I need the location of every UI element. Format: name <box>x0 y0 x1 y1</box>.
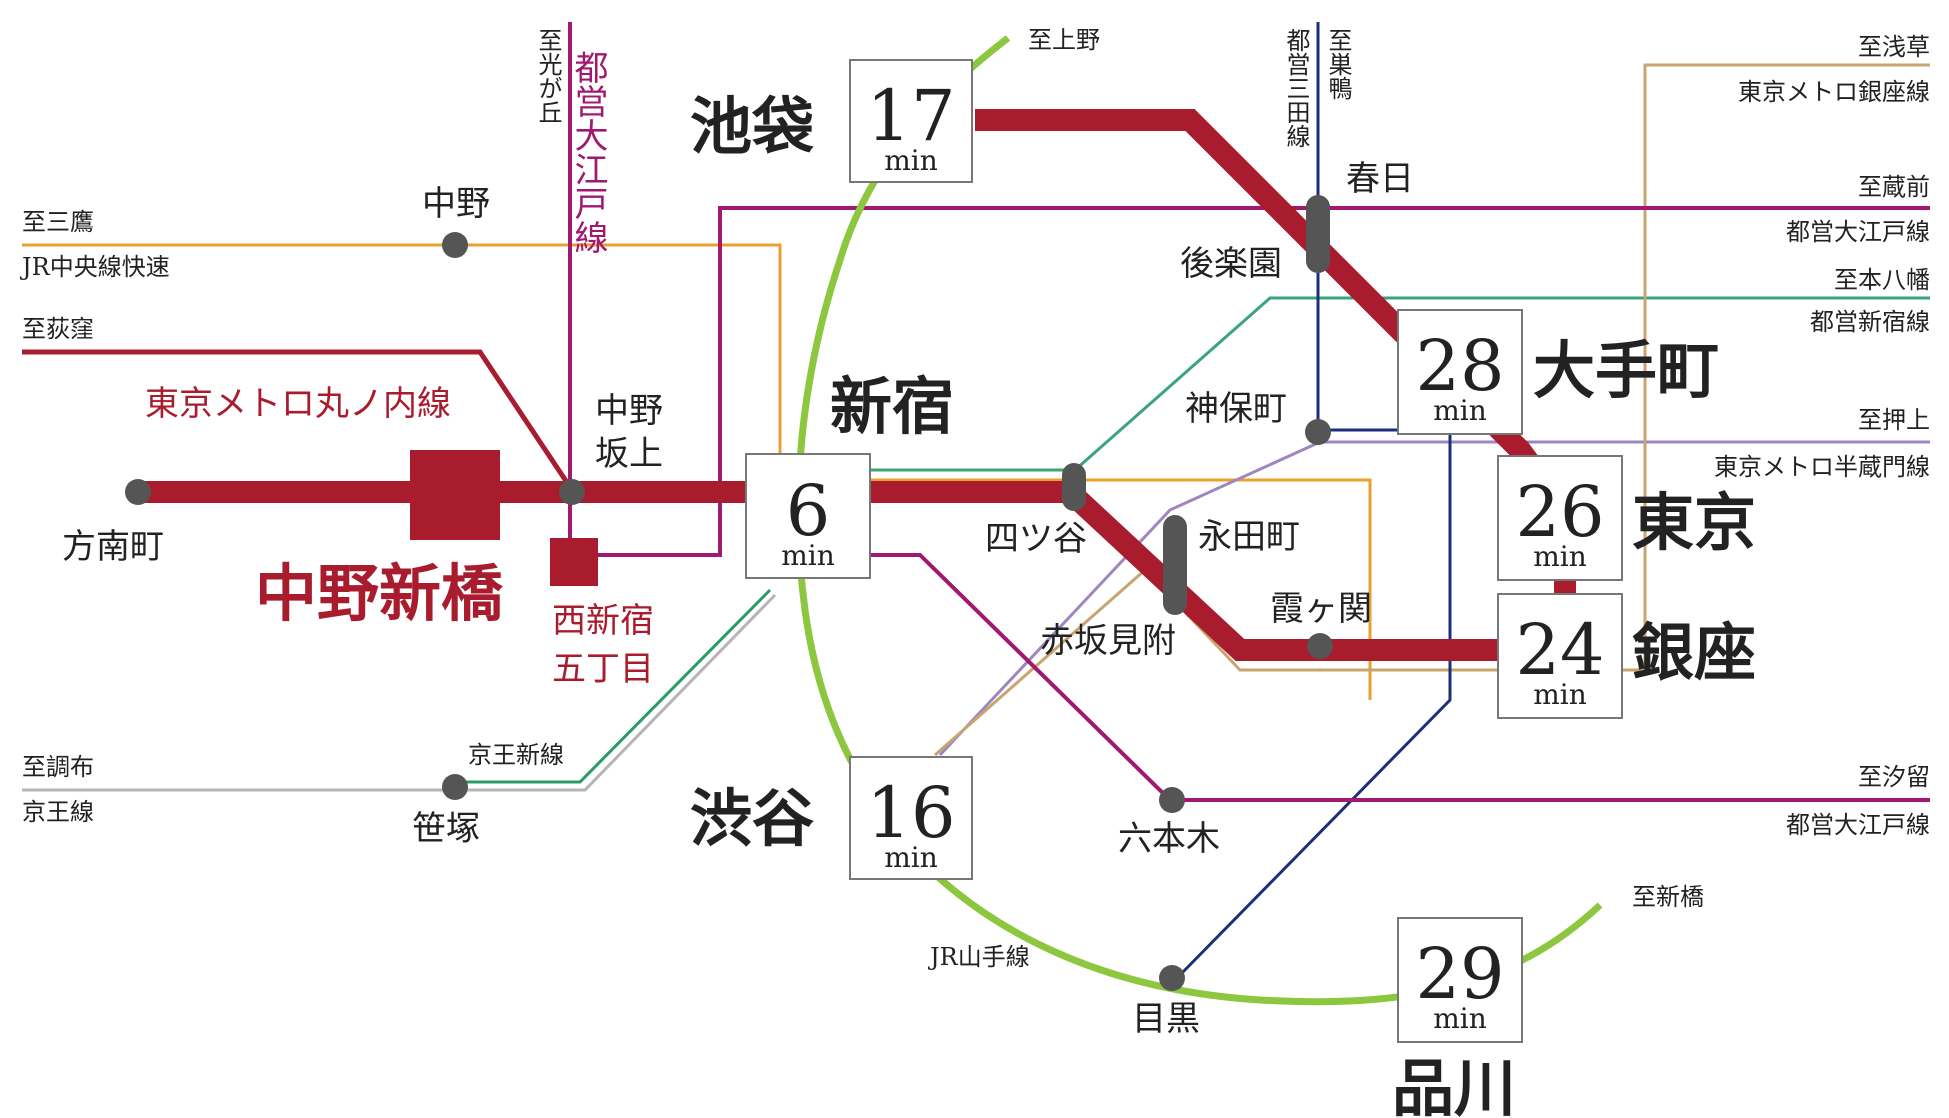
shinjuku-unit: min <box>781 539 835 572</box>
dest-ueno: 至上野 <box>1028 26 1100 54</box>
nagatacho-label: 永田町 <box>1198 517 1300 557</box>
ginza-time-box: 24 min <box>1497 593 1623 719</box>
jimbocho-label: 神保町 <box>1185 389 1287 429</box>
nishishinjuku-gochome-marker <box>550 538 598 586</box>
ginza-minutes: 24 <box>1515 609 1604 691</box>
akasaka-mitsuke-label: 赤坂見附 <box>1040 621 1176 661</box>
ginza-unit: min <box>1533 678 1587 711</box>
meguro-dot <box>1159 965 1185 991</box>
yotsuya-marker <box>1062 463 1086 511</box>
oedo-line-east-label: 都営大江戸線 <box>1786 218 1930 246</box>
kasumigaseki-dot <box>1307 633 1333 659</box>
honancho-label: 方南町 <box>62 527 164 567</box>
oedo-line-south <box>860 553 1930 802</box>
nakano-sakaue-dot <box>559 479 585 505</box>
jimbocho-dot <box>1305 419 1331 445</box>
keio-new-line-label: 京王新線 <box>468 741 564 769</box>
keio-line <box>22 593 777 792</box>
shinjuku-line <box>870 296 1930 472</box>
dest-mitaka: 至三鷹 <box>22 208 94 236</box>
kasumigaseki-label: 霞ヶ関 <box>1270 589 1372 629</box>
kasuga-korakuen-marker <box>1306 195 1330 273</box>
oedo-line-vertical-label: 都営大江戸線 <box>568 50 608 254</box>
meguro-label: 目黒 <box>1132 999 1200 1039</box>
nakano-shimbashi-marker <box>410 450 500 540</box>
roppongi-dot <box>1159 787 1185 813</box>
nakano-sakaue-label-1: 中野 <box>595 391 663 431</box>
mita-line-vertical-label: 都営三田線 <box>1282 28 1310 148</box>
sasazuka-dot <box>442 774 468 800</box>
marunouchi-line-label: 東京メトロ丸ノ内線 <box>145 384 451 424</box>
shibuya-unit: min <box>884 841 938 874</box>
shinjuku-label: 新宿 <box>830 370 954 443</box>
tokyo-unit: min <box>1533 540 1587 573</box>
otemachi-unit: min <box>1433 394 1487 427</box>
ikebukuro-label: 池袋 <box>690 90 814 163</box>
shinagawa-label: 品川 <box>1392 1052 1516 1118</box>
tokyo-minutes: 26 <box>1515 471 1604 553</box>
otemachi-label: 大手町 <box>1533 334 1719 407</box>
shinjuku-time-box: 6 min <box>745 453 871 579</box>
shinagawa-minutes: 29 <box>1415 933 1504 1015</box>
ikebukuro-unit: min <box>884 144 938 177</box>
marunouchi-line-ogikubo <box>22 349 575 492</box>
shinjuku-line-label: 都営新宿線 <box>1810 308 1930 336</box>
dest-sugamo: 至巣鴨 <box>1324 28 1352 100</box>
oedo-line-south-label: 都営大江戸線 <box>1786 811 1930 839</box>
honancho-dot <box>125 479 151 505</box>
chuo-line-label: JR中央線快速 <box>19 253 170 281</box>
ginza-line-label: 東京メトロ銀座線 <box>1738 78 1930 106</box>
keio-line-label: 京王線 <box>22 798 94 826</box>
nakano-label: 中野 <box>422 184 490 224</box>
ikebukuro-time-box: 17 min <box>849 59 973 183</box>
nakano-dot <box>442 232 468 258</box>
dest-hikarigaoka: 至光が丘 <box>534 28 562 124</box>
otemachi-time-box: 28 min <box>1397 309 1523 435</box>
dest-chofu: 至調布 <box>22 753 94 781</box>
hanzomon-line <box>938 440 1930 757</box>
shibuya-label: 渋谷 <box>690 782 814 855</box>
ikebukuro-minutes: 17 <box>866 75 955 157</box>
dest-shiodome: 至汐留 <box>1858 763 1930 791</box>
kasuga-label: 春日 <box>1346 159 1414 199</box>
dest-asakusa: 至浅草 <box>1858 33 1930 61</box>
sasazuka-label: 笹塚 <box>412 809 480 849</box>
yamanote-line-label: JR山手線 <box>927 943 1030 971</box>
dest-motoyawata: 至本八幡 <box>1834 266 1930 294</box>
nakano-shimbashi-label: 中野新橋 <box>255 557 504 630</box>
dest-shimbashi: 至新橋 <box>1632 883 1704 911</box>
shinjuku-minutes: 6 <box>786 470 831 552</box>
keio-new-line <box>455 588 772 784</box>
shinagawa-time-box: 29 min <box>1397 917 1523 1043</box>
shibuya-minutes: 16 <box>866 772 955 854</box>
roppongi-label: 六本木 <box>1118 819 1220 859</box>
dest-kuramae: 至蔵前 <box>1858 173 1930 201</box>
shinagawa-unit: min <box>1433 1002 1487 1035</box>
nishishinjuku-label-1: 西新宿 <box>552 601 654 641</box>
dest-oshiage: 至押上 <box>1858 406 1930 434</box>
korakuen-label: 後楽園 <box>1180 244 1282 284</box>
nakano-sakaue-label-2: 坂上 <box>595 434 663 474</box>
hanzomon-line-label: 東京メトロ半蔵門線 <box>1714 453 1930 481</box>
nishishinjuku-label-2: 五丁目 <box>552 649 654 689</box>
yotsuya-label: 四ツ谷 <box>985 519 1087 559</box>
ginza-label: 銀座 <box>1632 616 1756 689</box>
otemachi-minutes: 28 <box>1415 325 1504 407</box>
nagatacho-akasaka-marker <box>1163 515 1187 615</box>
tokyo-label: 東京 <box>1632 486 1756 559</box>
shibuya-time-box: 16 min <box>849 756 973 880</box>
dest-ogikubo: 至荻窪 <box>22 315 94 343</box>
marunouchi-line-main <box>138 481 1500 661</box>
tokyo-time-box: 26 min <box>1497 455 1623 581</box>
